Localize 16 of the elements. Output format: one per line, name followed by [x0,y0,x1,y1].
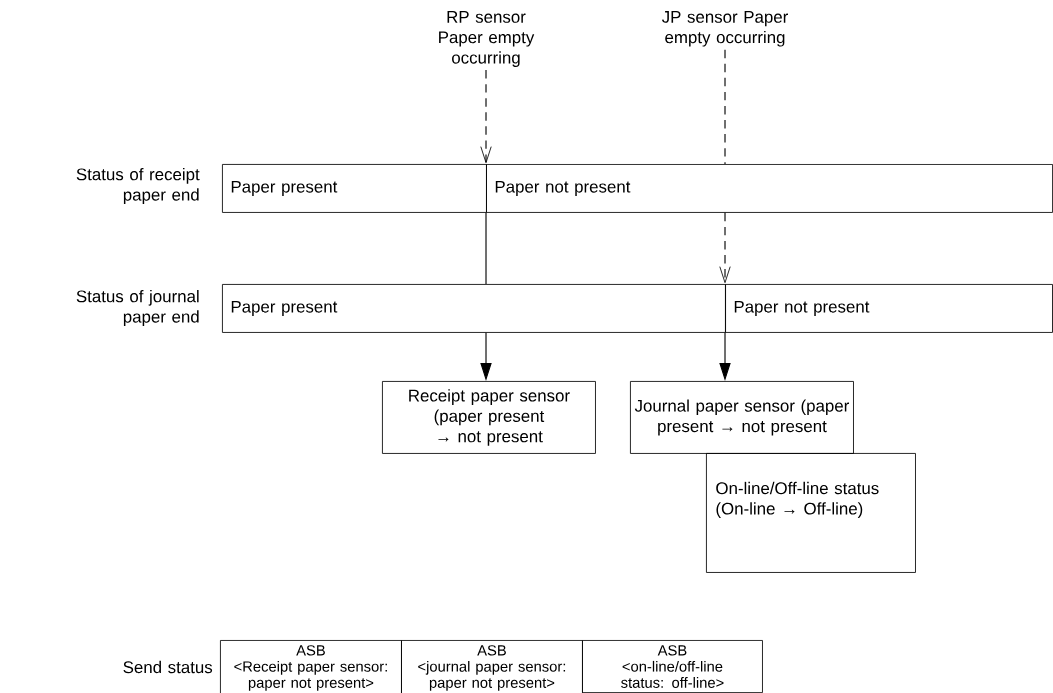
row-label: Status of journal paper end [76,289,199,327]
arrow [719,212,731,284]
row-label: Status of receipt paper end [76,167,200,205]
status-band-segment: Paper not present [486,164,1053,213]
sensor-box: Receipt paper sensor (paper present → not present [382,381,596,454]
status-cell: ASB <Receipt paper sensor: paper not present> [220,640,402,693]
status-box: On-line/Off-line status (On-line → Off-line) [706,453,916,573]
status-cell: ASB <journal paper sensor: paper not present> [401,640,583,693]
status-band-segment: Paper present [222,284,726,333]
status-band-segment: Paper not present [725,284,1053,333]
annotation-text: RP sensor Paper empty occurring [439,11,535,67]
sensor-box: Journal paper sensor (paper present → not present [630,381,854,454]
status-cell: ASB <on-line/off-line status: off-line> [582,640,763,693]
arrow [480,69,492,164]
status-band-segment: Paper present [222,164,487,213]
annotation-text: JP sensor Paper empty occurring [661,11,788,47]
